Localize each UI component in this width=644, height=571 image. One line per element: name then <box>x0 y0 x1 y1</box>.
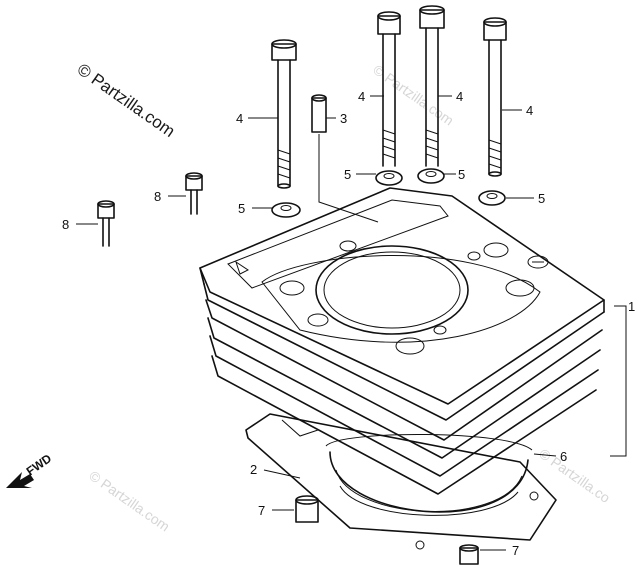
cylinder-block <box>199 187 605 495</box>
callout-4-center-left: 4 <box>358 89 365 104</box>
callout-7-right: 7 <box>512 543 519 558</box>
forward-label: FWD <box>24 451 55 478</box>
dowel-pin-left <box>295 495 319 523</box>
callout-2: 2 <box>250 462 257 477</box>
stud-bolt-right <box>483 17 507 177</box>
callout-6: 6 <box>560 449 567 464</box>
forward-arrow-icon <box>6 472 34 488</box>
dowel-pin-right <box>459 544 479 565</box>
callout-4-right: 4 <box>526 103 533 118</box>
callout-8-upper: 8 <box>154 189 161 204</box>
callout-5-center-left: 5 <box>344 167 351 182</box>
dowel-pin-top <box>311 94 379 223</box>
callout-5-center-right: 5 <box>458 167 465 182</box>
callout-3: 3 <box>340 111 347 126</box>
forward-direction-indicator: FWD <box>6 451 54 488</box>
bolt-upper <box>185 172 203 215</box>
watermark-faint-bottom-right: © Partzilla.co <box>536 445 613 506</box>
o-ring <box>325 433 533 451</box>
callout-5-left: 5 <box>238 201 245 216</box>
callout-1: 1 <box>628 299 635 314</box>
stud-bolt-center-right <box>419 5 445 167</box>
watermark-main: © Partzilla.com <box>74 60 179 141</box>
callout-5-right: 5 <box>538 191 545 206</box>
callout-4-center-right: 4 <box>456 89 463 104</box>
callout-4-left: 4 <box>236 111 243 126</box>
callout-8-lower: 8 <box>62 217 69 232</box>
washer-right <box>478 190 506 206</box>
washer-left <box>271 202 301 218</box>
leader-lines <box>76 95 627 551</box>
cylinder-sleeve <box>329 451 529 516</box>
watermark-faint-bottom-left: © Partzilla.com <box>86 467 172 534</box>
stud-bolt-left <box>271 39 297 189</box>
base-gasket <box>245 413 557 550</box>
stud-bolt-center-left <box>377 11 401 167</box>
washer-center-right <box>417 168 445 184</box>
washer-center-left <box>375 170 403 186</box>
callout-7-left: 7 <box>258 503 265 518</box>
bolt-lower <box>97 200 115 247</box>
